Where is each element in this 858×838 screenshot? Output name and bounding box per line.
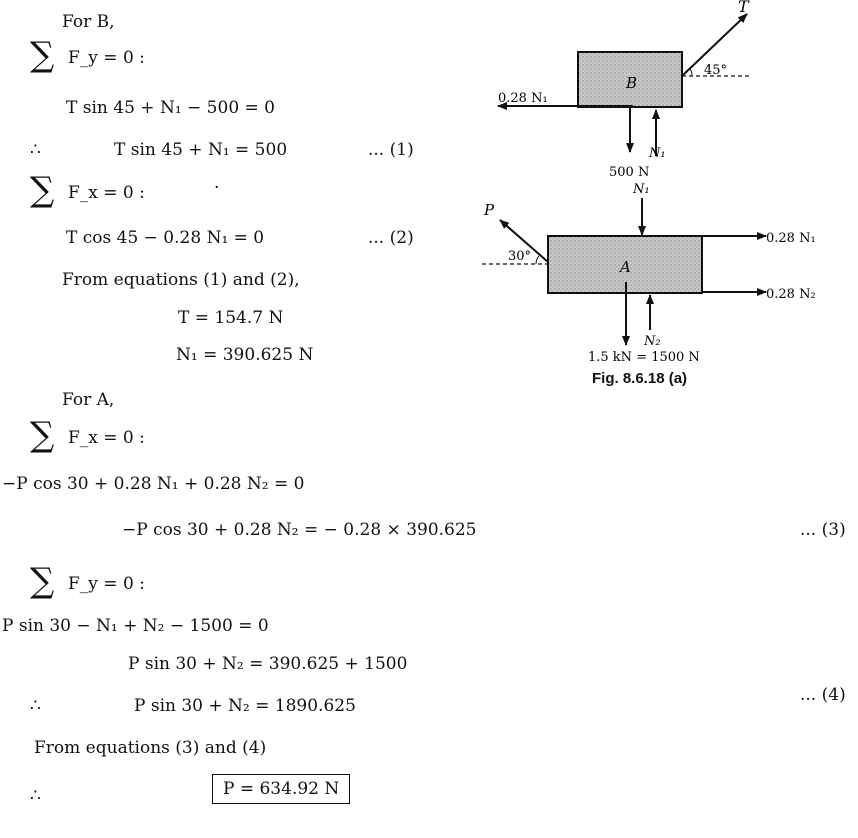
equation-1: T sin 45 + N₁ = 500 [114, 140, 288, 160]
angle-45-label: 45° [704, 63, 727, 78]
from-equations-3-4: From equations (3) and (4) [34, 738, 267, 758]
sum-fx-a: F_x = 0 : [68, 428, 145, 448]
from-equations-1-2: From equations (1) and (2), [62, 270, 300, 290]
angle-arc-30 [535, 255, 540, 265]
final-answer-box: P = 634.92 N [212, 774, 351, 804]
result-t: T = 154.7 N [178, 308, 284, 328]
sigma-symbol: ∑ [30, 561, 55, 601]
normal-n1-b-label: N₁ [648, 146, 666, 161]
equation-fy-a-rearranged: P sin 30 + N₂ = 390.625 + 1500 [128, 654, 408, 674]
free-body-diagram: B T 45° 0.28 N₁ 500 N N₁ N₁ A P 30° 0.28… [482, 0, 816, 365]
equation-fx-a: −P cos 30 + 0.28 N₁ + 0.28 N₂ = 0 [2, 474, 305, 494]
angle-arc-45 [688, 67, 693, 77]
normal-n2-label: N₂ [643, 334, 661, 349]
therefore-symbol: ∴ [30, 786, 41, 806]
normal-n1-a-label: N₁ [632, 182, 650, 197]
tension-arrow [681, 13, 748, 77]
tension-label: T [738, 0, 750, 16]
equation-2: T cos 45 − 0.28 N₁ = 0 [66, 228, 265, 248]
block-b [577, 51, 683, 108]
equation-fy-a: P sin 30 − N₁ + N₂ − 1500 = 0 [2, 616, 269, 636]
weight-a-label: 1.5 kN = 1500 N [588, 350, 700, 365]
sigma-symbol: ∑ [30, 35, 55, 75]
equation-3-tag: ... (3) [800, 520, 846, 540]
result-n1: N₁ = 390.625 N [176, 345, 314, 365]
weight-b-label: 500 N [609, 165, 649, 180]
sum-fx-b: F_x = 0 : [68, 183, 145, 203]
friction-a2-label: 0.28 N₂ [766, 287, 816, 302]
force-p-label: P [483, 201, 495, 219]
sigma-symbol: ∑ [30, 170, 55, 210]
equation-1-tag: ... (1) [368, 140, 414, 160]
therefore-symbol: ∴ [30, 696, 41, 716]
sum-fy-b: F_y = 0 : [68, 48, 145, 68]
friction-a1-label: 0.28 N₁ [766, 231, 816, 246]
friction-b-label: 0.28 N₁ [498, 91, 548, 106]
angle-30-label: 30° [508, 249, 531, 264]
stray-dot: · [214, 178, 220, 198]
equation-4: P sin 30 + N₂ = 1890.625 [134, 696, 356, 716]
therefore-symbol: ∴ [30, 140, 41, 160]
equation-3: −P cos 30 + 0.28 N₂ = − 0.28 × 390.625 [122, 520, 477, 540]
equation-t-sin45-b: T sin 45 + N₁ − 500 = 0 [66, 98, 275, 118]
sigma-symbol: ∑ [30, 415, 55, 455]
sum-fy-a: F_y = 0 : [68, 574, 145, 594]
equation-4-tag: ... (4) [800, 685, 846, 705]
block-a-label: A [618, 258, 631, 276]
block-b-label: B [625, 74, 637, 92]
for-b-heading: For B, [62, 12, 115, 32]
for-a-heading: For A, [62, 390, 115, 410]
figure-caption: Fig. 8.6.18 (a) [592, 370, 688, 387]
final-answer-p: P = 634.92 N [212, 774, 351, 804]
equation-2-tag: ... (2) [368, 228, 414, 248]
force-p-arrow [499, 219, 549, 263]
